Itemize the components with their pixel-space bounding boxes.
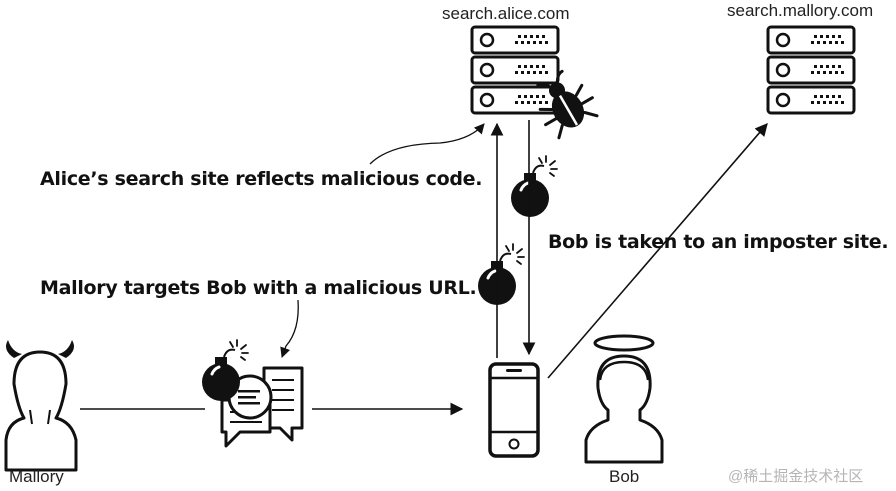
- caption-reflects: Alice’s search site reflects malicious c…: [40, 168, 483, 190]
- watermark: @稀土掘金技术社区: [728, 468, 864, 485]
- mallory-server-icon: [766, 25, 856, 115]
- bug-icon: [536, 69, 599, 140]
- bob-avatar: [584, 334, 664, 464]
- caption-imposter: Bob is taken to an imposter site.: [548, 231, 889, 253]
- alice-server-icon: [470, 25, 560, 115]
- caption-targets: Mallory targets Bob with a malicious URL…: [40, 277, 477, 299]
- phone-icon: [488, 362, 540, 458]
- arrow-phone-to-mallory-server: [547, 123, 768, 379]
- pointer-reflects: [369, 123, 485, 165]
- mallory-label: Mallory: [9, 467, 64, 486]
- bomb-icon-url-request: [476, 242, 526, 307]
- mallory-avatar: [4, 340, 78, 472]
- bomb-icon-server-response: [509, 154, 559, 219]
- alice-server-label: search.alice.com: [442, 4, 570, 23]
- mallory-server-label: search.mallory.com: [727, 1, 874, 20]
- bob-label: Bob: [609, 467, 640, 486]
- pointer-targets: [280, 299, 299, 358]
- chat-messages-icon: [220, 366, 304, 448]
